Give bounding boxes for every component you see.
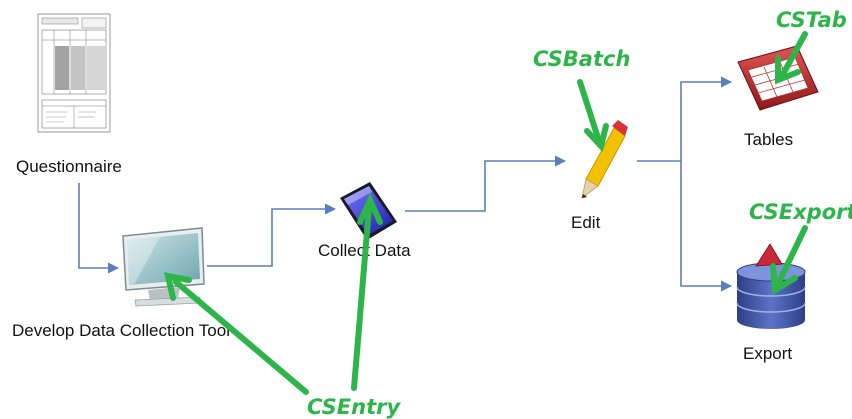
arrow-csentry-collect bbox=[351, 205, 372, 391]
tool-label-cstab: CSTab bbox=[776, 8, 847, 32]
arrow-cstab-tables bbox=[779, 31, 808, 79]
node-label-develop: Develop Data Collection Tool bbox=[12, 321, 230, 340]
arrowhead-csbatch-edit bbox=[584, 123, 609, 153]
connectors bbox=[78, 76, 733, 292]
pencil-icon bbox=[581, 120, 628, 199]
arrowhead-csentry-develop bbox=[164, 272, 192, 301]
connector-split-tables bbox=[680, 76, 733, 161]
tool-label-csexport: CSExport bbox=[749, 200, 852, 224]
connector-split-export bbox=[680, 161, 733, 292]
questionnaire-icon bbox=[37, 13, 111, 133]
connector-develop-collect bbox=[207, 203, 337, 267]
tool-arrows bbox=[164, 31, 808, 395]
arrow-csentry-develop bbox=[173, 279, 309, 395]
arrowhead-cstab-tables bbox=[775, 55, 801, 85]
arrowhead-csentry-collect bbox=[357, 192, 383, 225]
arrow-csbatch-edit bbox=[577, 79, 601, 141]
arrowhead-csexport-database bbox=[770, 263, 798, 296]
connector-questionnaire-develop bbox=[78, 183, 120, 274]
tool-label-csbatch: CSBatch bbox=[533, 47, 630, 71]
database-icon bbox=[736, 243, 806, 329]
connector-collect-edit bbox=[405, 155, 567, 212]
node-label-questionnaire: Questionnaire bbox=[16, 157, 122, 176]
node-label-edit: Edit bbox=[571, 213, 601, 232]
arrow-csexport-database bbox=[775, 225, 808, 287]
node-label-tables: Tables bbox=[744, 130, 793, 149]
tool-label-csentry: CSEntry bbox=[307, 395, 401, 419]
node-label-export: Export bbox=[743, 344, 792, 363]
